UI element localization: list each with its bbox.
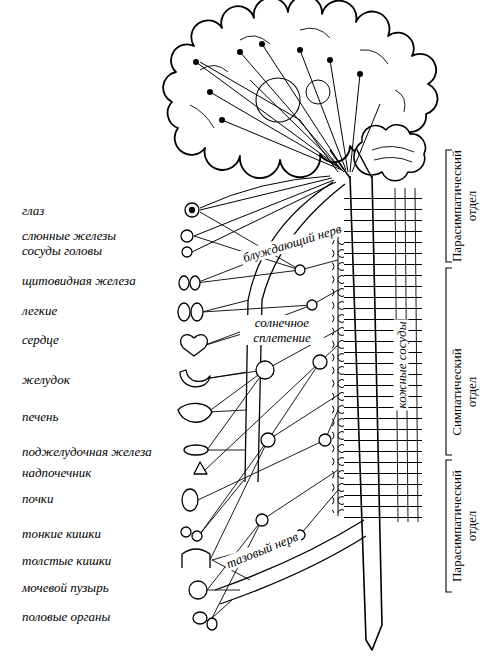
organ-label: мочевой пузырь [22,580,109,595]
organs [178,203,217,630]
adrenal [194,462,207,474]
thyroid [190,276,200,290]
neuron-dot [327,57,333,63]
brain-fibres [196,44,380,172]
basal-nucleus [306,80,330,104]
neuron-dot [207,89,213,95]
liver [178,403,212,422]
ganglion [313,355,327,369]
ganglion [319,434,331,446]
fibre-origins [193,41,363,123]
brain-gyri [190,28,405,128]
thyroid [179,276,189,290]
eye [185,203,199,217]
organ-label: надпочечник [22,465,91,480]
organ-label: слюнные железы [22,228,116,243]
organ-label: щитовидная железа [22,273,136,288]
ganglion [256,514,268,526]
neuron-dot [219,117,225,123]
head-vessel [182,247,192,257]
genitals [193,612,207,624]
brain-stem [330,148,372,178]
organ-label: толстые кишки [22,553,111,568]
illustration [163,0,452,650]
small-intestine [192,531,202,541]
nerve-label: тазовый нерв [222,528,302,572]
organ-label: сердце [22,332,59,347]
organ-label: печень [22,409,58,424]
kidney [182,489,198,511]
neuron-dot [259,41,265,47]
ganglion [307,300,317,310]
ganglia [256,265,331,540]
sympathetic-ganglia [332,240,344,513]
cerebellum-folds [372,146,414,162]
bladder [189,581,207,599]
organ-label: сосуды головы [22,243,102,258]
lung [191,303,203,321]
neuron-dot [357,71,363,77]
neuron-dot [297,47,303,53]
large-intestine [182,549,210,568]
organ-label: тонкие кишки [22,526,101,541]
organ-label: половые органы [22,609,110,624]
skin-vessel-nerves [344,190,422,520]
neuron-dot [237,49,243,55]
division-label: Парасимпатический отдел [449,144,479,269]
pancreas [184,445,208,455]
small-intestine [181,527,191,537]
organ-label: поджелудочная железа [22,444,152,459]
ganglion [256,361,274,379]
salivary-gland [181,230,193,242]
plexus-label: солнечное сплетение [240,315,324,345]
thalamus [256,78,300,122]
organ-label: глаз [22,203,44,218]
ganglion [295,265,305,275]
organ-label: легкие [22,303,57,318]
sympathetic-nerves [194,212,338,618]
pelvic-nerve [215,520,366,604]
neuron-dot [193,59,199,65]
stomach [180,370,210,387]
pupil [190,208,195,213]
genitals [207,618,217,630]
cerebellum [354,125,425,181]
division-label: Парасимпатический отдел [449,464,479,589]
organ-label: почки [22,491,53,506]
organ-label: желудок [22,372,70,387]
ganglion [261,433,275,447]
nerve-label: кожные сосуды [394,320,409,411]
heart [181,335,208,356]
division-label: Симпатический отдел [449,342,479,442]
nerve-label: блуждающий нерв [239,220,345,265]
lung [178,303,190,321]
